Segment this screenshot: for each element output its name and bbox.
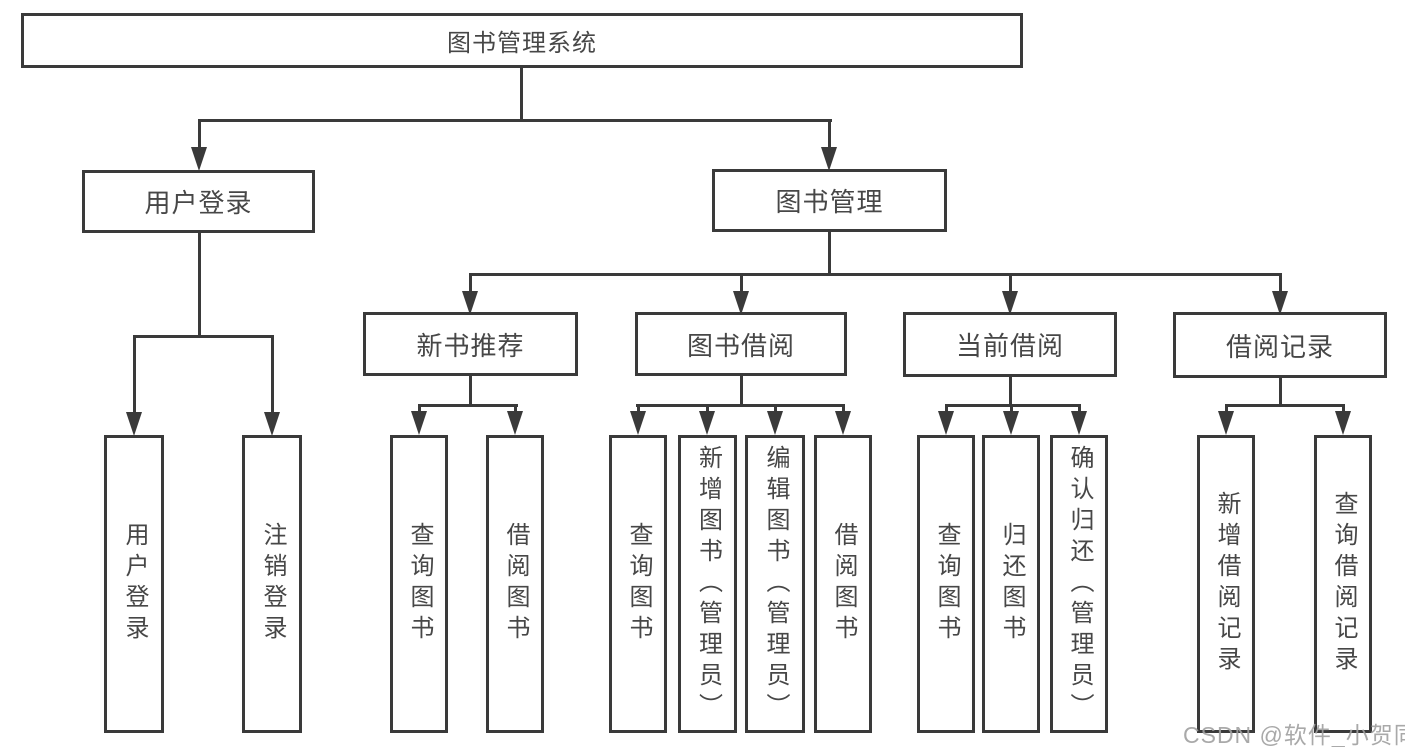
arrow-to-current-borrow [1002, 291, 1018, 315]
connector-new-book-hline [418, 404, 518, 407]
node-leaf-add-book-admin: 新增图书（管理员） [678, 435, 737, 733]
connector-new-book-stem [469, 376, 472, 407]
connector-user-login-shaft [198, 119, 201, 151]
connector-leaf-shaft [514, 404, 517, 414]
node-label: 借阅记录 [1225, 331, 1334, 362]
connector-user-login-hline [133, 335, 274, 338]
node-leaf-logout: 注销登录 [242, 435, 302, 733]
arrow-to-leaf [411, 411, 427, 435]
node-leaf-query-borrow-record: 查询借阅记录 [1314, 435, 1372, 733]
arrow-to-logout-leaf [264, 412, 280, 436]
connector-level3-hline [469, 273, 1282, 276]
node-label: 图书管理系统 [447, 30, 597, 57]
arrow-to-leaf [938, 411, 954, 435]
arrow-to-borrow-records [1272, 291, 1288, 315]
node-label: 新增借阅记录 [1213, 491, 1240, 677]
node-borrow-records: 借阅记录 [1173, 312, 1387, 378]
node-leaf-query-books-current: 查询图书 [917, 435, 975, 733]
node-label: 确认归还（管理员） [1066, 444, 1093, 724]
arrow-to-leaf [1218, 411, 1234, 435]
connector-leaf-shaft [706, 404, 709, 414]
node-leaf-query-books-borrow: 查询图书 [609, 435, 667, 733]
node-label: 注销登录 [259, 522, 286, 646]
node-label: 查询图书 [625, 522, 652, 646]
arrow-to-new-book-recommend [462, 291, 478, 315]
arrow-to-user-login [191, 147, 207, 171]
connector-borrow-records-shaft [1279, 273, 1282, 294]
arrow-to-leaf [1071, 411, 1087, 435]
node-leaf-borrow-books-recommend: 借阅图书 [486, 435, 544, 733]
node-new-book-recommend: 新书推荐 [363, 312, 578, 376]
arrow-to-login-leaf [126, 412, 142, 436]
node-leaf-return-books: 归还图书 [982, 435, 1040, 733]
connector-user-login-stem [198, 233, 201, 338]
connector-new-book-shaft [469, 273, 472, 294]
arrow-to-leaf [767, 411, 783, 435]
node-label: 查询图书 [933, 522, 960, 646]
node-label: 用户登录 [144, 188, 253, 218]
connector-leaf-shaft [774, 404, 777, 414]
connector-leaf-shaft [1342, 404, 1345, 414]
arrow-to-leaf [699, 411, 715, 435]
connector-leaf-shaft [945, 404, 948, 414]
node-label: 用户登录 [121, 522, 148, 646]
node-book-borrow: 图书借阅 [635, 312, 847, 376]
arrow-to-leaf [1003, 411, 1019, 435]
connector-borrow-records-hline [1225, 404, 1345, 407]
csdn-watermark: CSDN @软件_小贺同学 [1183, 722, 1405, 747]
connector-leaf-shaft [418, 404, 421, 414]
arrow-to-book-borrow [733, 291, 749, 315]
node-leaf-borrow-books: 借阅图书 [814, 435, 872, 733]
arrow-to-leaf [1335, 411, 1351, 435]
node-library-management-system: 图书管理系统 [21, 13, 1023, 68]
arrow-to-leaf [835, 411, 851, 435]
node-label: 新增图书（管理员） [694, 444, 722, 724]
node-label: 当前借阅 [955, 331, 1064, 361]
connector-leaf-shaft [637, 404, 640, 414]
connector-current-borrow-shaft [1009, 273, 1012, 294]
node-label: 借阅图书 [502, 522, 529, 646]
node-book-management: 图书管理 [712, 169, 947, 232]
connector-book-borrow-shaft [740, 273, 743, 294]
node-current-borrow: 当前借阅 [903, 312, 1117, 377]
node-leaf-user-login: 用户登录 [104, 435, 164, 733]
connector-leaf-shaft [1225, 404, 1228, 414]
arrow-to-leaf [630, 411, 646, 435]
node-label: 查询图书 [406, 522, 433, 646]
node-label: 新书推荐 [416, 330, 525, 361]
connector-borrow-records-stem2 [1279, 378, 1282, 407]
node-leaf-add-borrow-record: 新增借阅记录 [1197, 435, 1255, 733]
node-user-login: 用户登录 [82, 170, 315, 233]
connector-level2-hline [198, 119, 832, 122]
node-label: 图书管理 [775, 187, 884, 217]
node-label: 编辑图书（管理员） [762, 444, 789, 724]
node-leaf-edit-book-admin: 编辑图书（管理员） [745, 435, 805, 733]
node-label: 借阅图书 [830, 522, 857, 646]
connector-book-borrow-hline [636, 404, 844, 407]
connector-leaf-shaft [1078, 404, 1081, 414]
connector-leaf-shaft [842, 404, 845, 414]
arrow-to-leaf [507, 411, 523, 435]
node-label: 图书借阅 [686, 330, 795, 361]
arrow-to-book-management [821, 147, 837, 171]
node-leaf-confirm-return-admin: 确认归还（管理员） [1050, 435, 1108, 733]
node-label: 归还图书 [998, 522, 1025, 646]
connector-root-stem [520, 68, 523, 122]
connector-current-borrow-stem2 [1009, 377, 1012, 407]
connector-login-leaf-shaft [133, 335, 136, 415]
node-label: 查询借阅记录 [1330, 491, 1357, 677]
node-leaf-query-books-recommend: 查询图书 [390, 435, 448, 733]
connector-book-borrow-stem2 [740, 376, 743, 407]
connector-book-management-shaft [828, 119, 831, 151]
connector-leaf-shaft [1010, 404, 1013, 414]
connector-logout-leaf-shaft [271, 335, 274, 415]
connector-current-borrow-hline [945, 404, 1081, 407]
connector-book-management-stem [828, 232, 831, 276]
